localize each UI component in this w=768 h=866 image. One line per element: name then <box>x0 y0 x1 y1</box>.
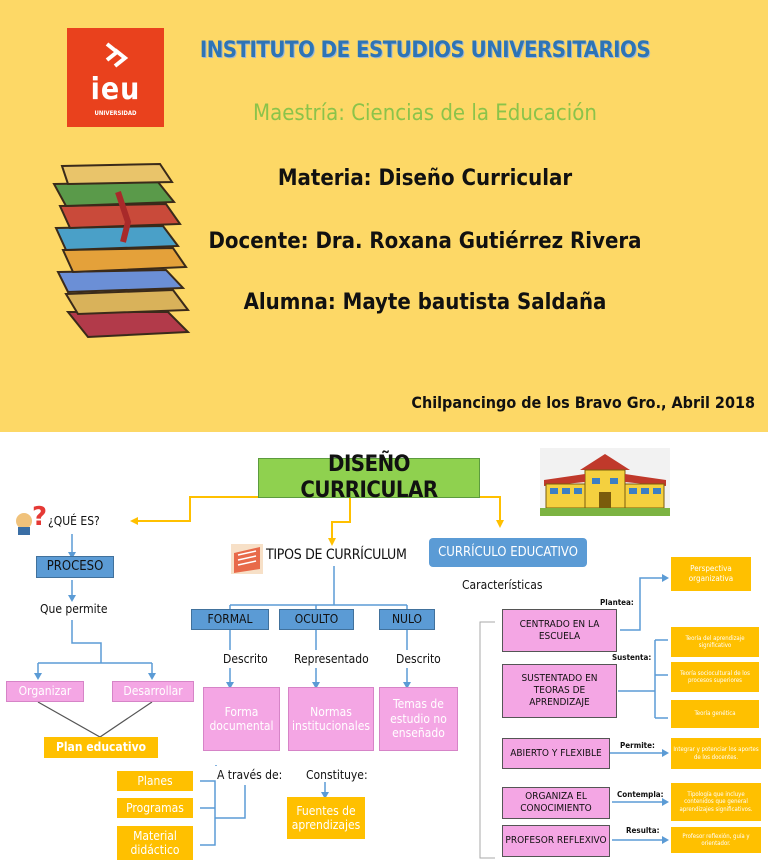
resulta-label: Resulta: <box>626 826 660 835</box>
caracteristicas-label: Características <box>462 578 543 592</box>
organizar-box: Organizar <box>6 681 84 702</box>
ieu-logo: ieu UNIVERSIDAD <box>67 28 164 127</box>
school-icon <box>540 448 670 516</box>
representado-label: Representado <box>294 652 369 666</box>
programas-box: Programas <box>117 798 193 818</box>
map-title: DISEÑO CURRICULAR <box>258 452 480 503</box>
place-date: Chilpancingo de los Bravo Gro., Abril 20… <box>411 393 755 412</box>
plantea-label: Plantea: <box>600 598 634 607</box>
que-es-label: ¿QUÉ ES? <box>48 514 100 528</box>
que-permite-label: Que permite <box>40 602 108 616</box>
question-mark-icon: ? <box>16 502 47 535</box>
constituye-label: Constituye: <box>306 768 368 782</box>
book-icon <box>231 544 263 574</box>
plan-educativo-box: Plan educativo <box>44 737 158 758</box>
logo-mark-icon <box>105 42 129 68</box>
subject-line: Materia: Diseño Curricular <box>277 166 573 191</box>
teoria3-box: Teoría genética <box>671 700 759 728</box>
a-traves-label: A través de: <box>217 768 283 782</box>
logo-text: ieu <box>90 72 141 107</box>
permite-label: Permite: <box>620 741 655 750</box>
teacher-line: Docente: Dra. Roxana Gutiérrez Rivera <box>208 229 642 254</box>
program-title: Maestría: Ciencias de la Educación <box>253 101 597 126</box>
integrar-box: Integrar y potenciar los aportes de los … <box>671 738 761 769</box>
institution-title: INSTITUTO DE ESTUDIOS UNIVERSITARIOS <box>199 38 651 63</box>
proceso-box: PROCESO <box>36 556 114 578</box>
planes-box: Planes <box>117 771 193 791</box>
svg-text:?: ? <box>32 502 47 532</box>
teoria1-box: Teoría del aprendizaje significativo <box>671 627 759 657</box>
temas-box: Temas de estudio no enseñado <box>379 687 458 751</box>
logo-subtext: UNIVERSIDAD <box>94 110 137 117</box>
perspectiva-box: Perspectiva organizativa <box>671 557 751 591</box>
descrito-label-2: Descrito <box>396 652 441 666</box>
profesor-box: PROFESOR REFLEXIVO <box>502 825 610 857</box>
nulo-box: NULO <box>379 609 435 630</box>
tipologia-box: Tipología que incluye contenidos que gen… <box>671 783 761 821</box>
books-icon <box>52 162 191 339</box>
curriculo-educativo-box: CURRÍCULO EDUCATIVO <box>429 538 587 567</box>
student-line: Alumna: Mayte bautista Saldaña <box>243 290 607 315</box>
organiza-box: ORGANIZA EL CONOCIMIENTO <box>502 787 610 819</box>
tipos-title: TIPOS DE CURRÍCULUM <box>266 547 407 563</box>
reflexion-box: Profesor reflexión, guía y orientador. <box>671 827 761 853</box>
formal-box: FORMAL <box>191 609 269 630</box>
teoria2-box: Teoría sociocultural de los procesos sup… <box>671 662 759 692</box>
contempla-label: Contempla: <box>617 790 664 799</box>
desarrollar-box: Desarrollar <box>112 681 194 702</box>
sustentado-box: SUSTENTADO EN TEORAS DE APRENDIZAJE <box>502 664 617 718</box>
abierto-box: ABIERTO Y FLEXIBLE <box>502 738 610 769</box>
fuentes-box: Fuentes de aprendizajes <box>287 797 365 839</box>
sustenta-label: Sustenta: <box>612 653 652 662</box>
forma-documental-box: Forma documental <box>203 687 280 751</box>
descrito-label-1: Descrito <box>223 652 268 666</box>
normas-box: Normas institucionales <box>288 687 374 751</box>
material-box: Material didáctico <box>117 826 193 860</box>
oculto-box: OCULTO <box>279 609 354 630</box>
centrado-box: CENTRADO EN LA ESCUELA <box>502 609 617 652</box>
cover-page: ieu UNIVERSIDAD INSTITUTO DE ESTUDIOS UN… <box>0 0 768 432</box>
